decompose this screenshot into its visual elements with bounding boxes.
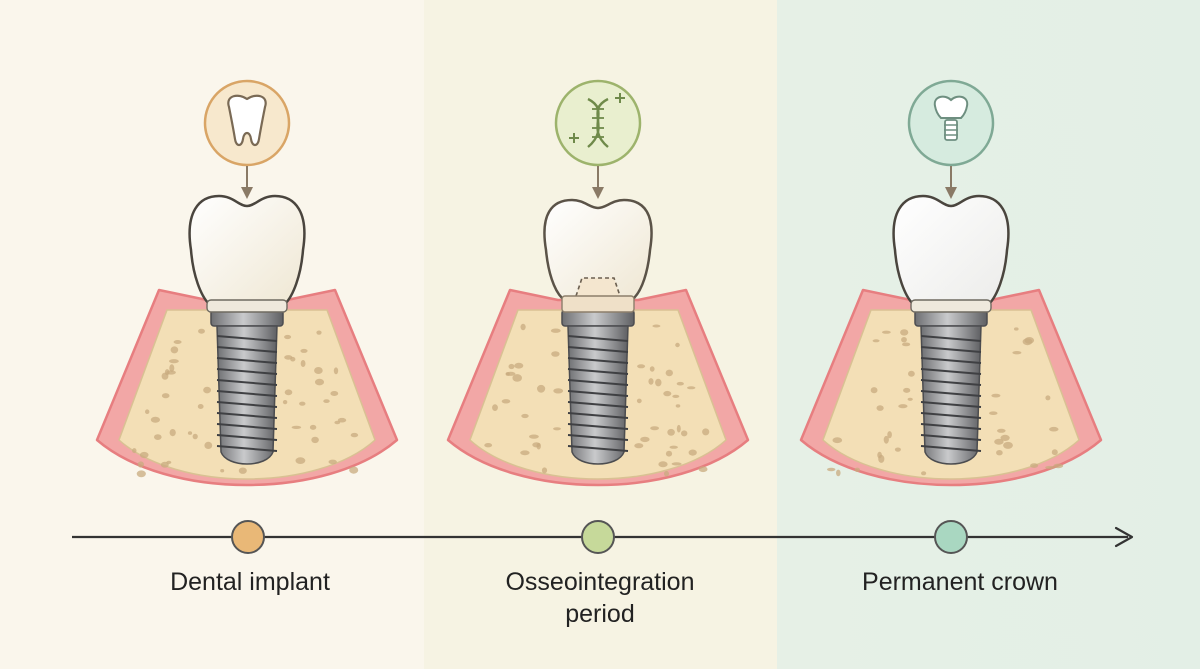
stage-label-osseointegration: Osseointegration period	[505, 568, 695, 628]
timeline-dot-permanent-crown	[934, 520, 968, 554]
stage-label-permanent-crown: Permanent crown	[862, 568, 1058, 596]
timeline-dot-dental-implant	[231, 520, 265, 554]
implant-screw	[561, 309, 635, 465]
healing-abutment	[575, 277, 621, 297]
implant-screw	[914, 309, 988, 465]
dna-icon	[569, 93, 625, 148]
tooth-icon	[227, 94, 267, 147]
stage-label-dental-implant: Dental implant	[170, 568, 330, 596]
implant-crown-icon	[933, 95, 969, 141]
osseointegration-illustration	[446, 79, 750, 487]
bone-texture	[484, 323, 710, 477]
bone-texture	[132, 328, 359, 478]
timeline-dot-osseointegration	[581, 520, 615, 554]
implant-screw	[210, 309, 284, 465]
permanent-crown-illustration	[799, 79, 1103, 487]
permanent-crown	[892, 194, 1010, 306]
timeline-arrow-head	[1114, 526, 1134, 548]
implant-crown	[188, 194, 306, 306]
dental-implant-illustration	[95, 79, 399, 487]
bone-texture	[827, 327, 1064, 477]
